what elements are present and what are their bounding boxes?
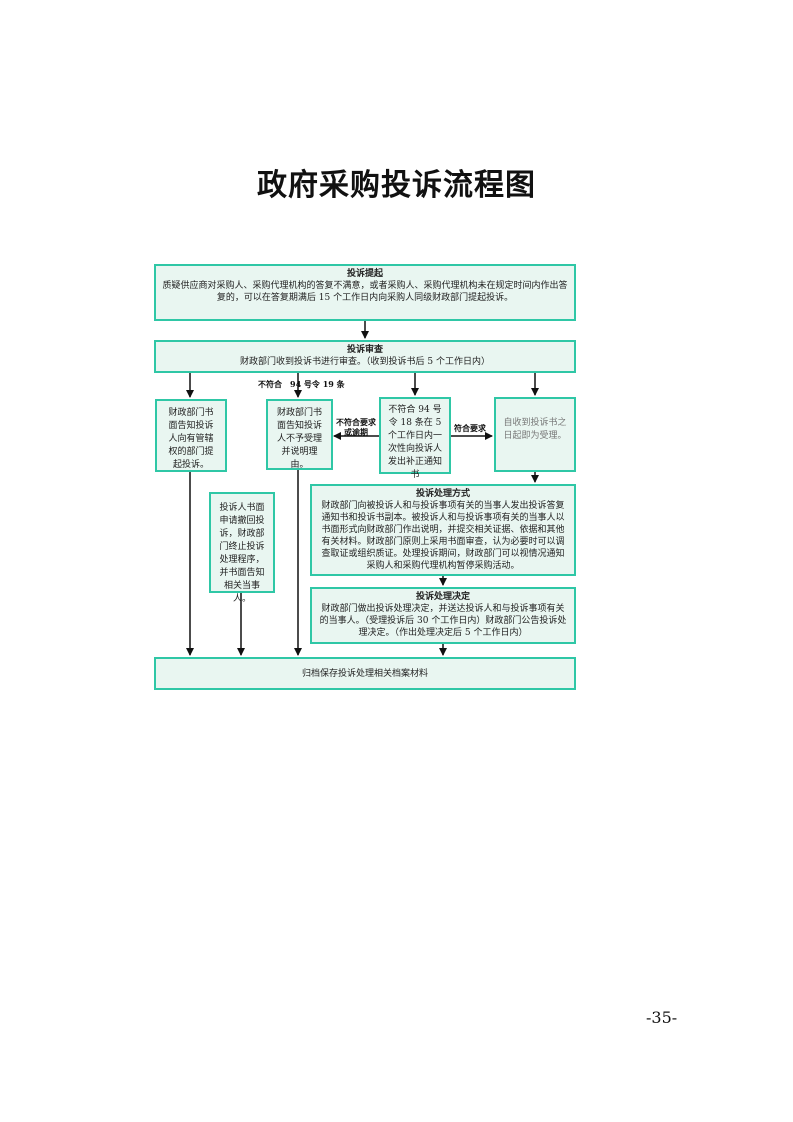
box-reject-complaint: 财政部门书面告知投诉人不予受理并说明理由。 — [266, 399, 333, 470]
box-withdraw-complaint: 投诉人书面申请撤回投诉，财政部门终止投诉处理程序，并书面告知相关当事人。 — [209, 492, 275, 604]
box-accept-complaint: 自收到投诉书之日起即为受理。 — [494, 397, 576, 472]
box-body: 财政部门收到投诉书进行审查。（收到投诉书后 5 个工作日内） — [240, 357, 490, 367]
box-supplement-notice: 不符合 94 号令 18 条在 5 个工作日内一次性向投诉人发出补正通知书 — [379, 397, 451, 480]
box-handling-decision: 投诉处理决定 财政部门做出投诉处理决定，并送达投诉人和与投诉事项有关的当事人。（… — [310, 587, 576, 644]
box-heading: 投诉处理方式 — [415, 489, 470, 499]
box-complaint-review: 投诉审查 财政部门收到投诉书进行审查。（收到投诉书后 5 个工作日内） — [154, 340, 576, 373]
label-compliant: 符合要求 — [454, 423, 486, 433]
box-handling-method: 投诉处理方式 财政部门向被投诉人和与投诉事项有关的当事人发出投诉答复通知书和投诉… — [310, 484, 576, 576]
box-body: 不符合 94 号令 18 条在 5 个工作日内一次性向投诉人发出补正通知书 — [387, 405, 442, 480]
box-heading: 投诉提起 — [346, 269, 383, 279]
box-refer-jurisdiction: 财政部门书面告知投诉人向有管辖权的部门提起投诉。 — [155, 399, 227, 472]
box-body: 归档保存投诉处理相关档案材料 — [301, 669, 428, 679]
box-body: 财政部门书面告知投诉人向有管辖权的部门提起投诉。 — [168, 408, 214, 470]
box-heading: 投诉处理决定 — [415, 592, 470, 602]
page-title: 政府采购投诉流程图 — [257, 168, 536, 203]
page-number: -35- — [646, 1008, 678, 1027]
box-complaint-initiation: 投诉提起 质疑供应商对采购人、采购代理机构的答复不满意，或者采购人、采购代理机构… — [154, 264, 576, 321]
box-body: 投诉人书面申请撤回投诉，财政部门终止投诉处理程序，并书面告知相关当事人。 — [219, 503, 265, 604]
box-body: 质疑供应商对采购人、采购代理机构的答复不满意，或者采购人、采购代理机构未在规定时… — [162, 281, 568, 303]
box-body: 自收到投诉书之日起即为受理。 — [503, 418, 567, 441]
label-noncompliant-or-overdue: 不符合要求或逾期 — [336, 417, 376, 437]
box-body: 财政部门向被投诉人和与投诉事项有关的当事人发出投诉答复通知书和投诉书副本。被投诉… — [321, 501, 565, 571]
box-heading: 投诉审查 — [346, 345, 383, 355]
label-noncompliant-article-19: 不符合 94 号令 19 条 — [258, 379, 345, 389]
box-body: 财政部门书面告知投诉人不予受理并说明理由。 — [276, 408, 322, 470]
box-archive: 归档保存投诉处理相关档案材料 — [154, 657, 576, 690]
box-body: 财政部门做出投诉处理决定，并送达投诉人和与投诉事项有关的当事人。（受理投诉后 3… — [319, 604, 567, 638]
